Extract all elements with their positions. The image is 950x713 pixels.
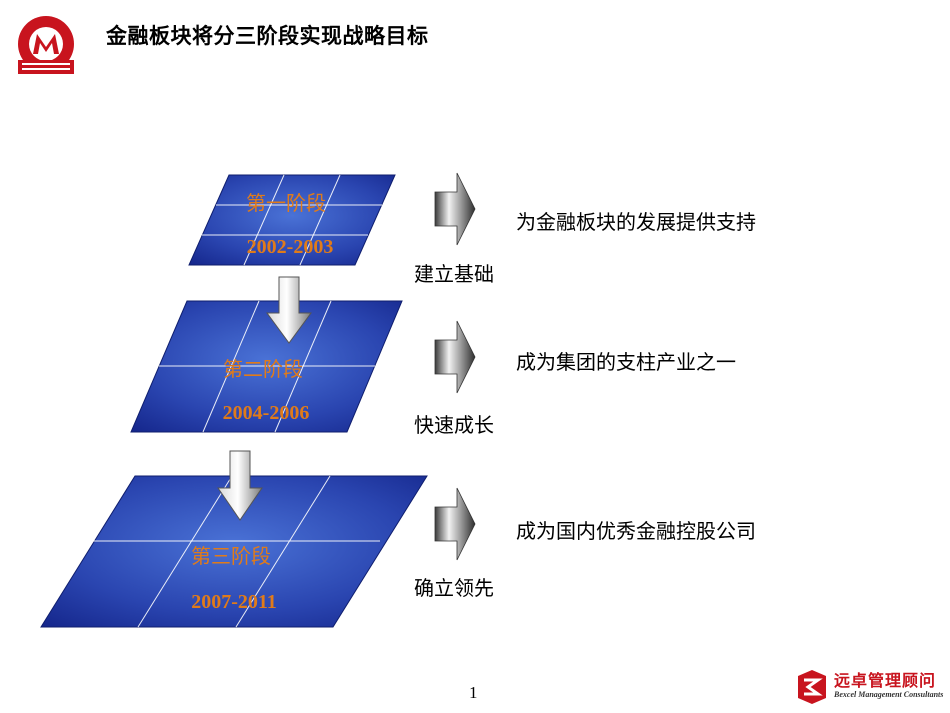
stage-2-years: 2004-2006 <box>223 402 310 424</box>
stage-2-panel <box>130 300 403 433</box>
stage-1-name: 第一阶段 <box>246 191 326 215</box>
footer-brand: 远卓管理顾问 Bexcel Management Consultants <box>796 666 946 708</box>
stage-2-goal: 成为集团的支柱产业之一 <box>516 350 736 374</box>
stage-3-years: 2007-2011 <box>191 591 277 613</box>
stage-1-phase: 建立基础 <box>414 262 494 286</box>
brand-name: 远卓管理顾问 <box>834 671 937 690</box>
stage-2-right-arrow <box>434 320 476 394</box>
stage-1-to-2-arrow <box>266 276 312 344</box>
stage-2-phase: 快速成长 <box>414 413 494 437</box>
stage-3-goal: 成为国内优秀金融控股公司 <box>516 519 756 543</box>
stage-1-right-arrow <box>434 172 476 246</box>
stage-3-phase: 确立领先 <box>414 576 494 600</box>
minmetals-logo-icon <box>18 16 74 74</box>
page-title: 金融板块将分三阶段实现战略目标 <box>106 24 429 48</box>
bexcel-logo-icon <box>798 670 826 704</box>
stage-1-panel <box>188 174 396 266</box>
page-number: 1 <box>469 683 478 702</box>
stage-2-name: 第二阶段 <box>223 357 303 381</box>
stage-1-years: 2002-2003 <box>247 236 334 258</box>
stage-2-to-3-arrow <box>217 450 263 521</box>
stage-3-name: 第三阶段 <box>191 544 271 568</box>
stage-3-panel <box>40 475 428 628</box>
stage-3-right-arrow <box>434 487 476 561</box>
brand-subtitle: Bexcel Management Consultants <box>834 690 944 699</box>
stage-1-goal: 为金融板块的发展提供支持 <box>516 210 756 234</box>
